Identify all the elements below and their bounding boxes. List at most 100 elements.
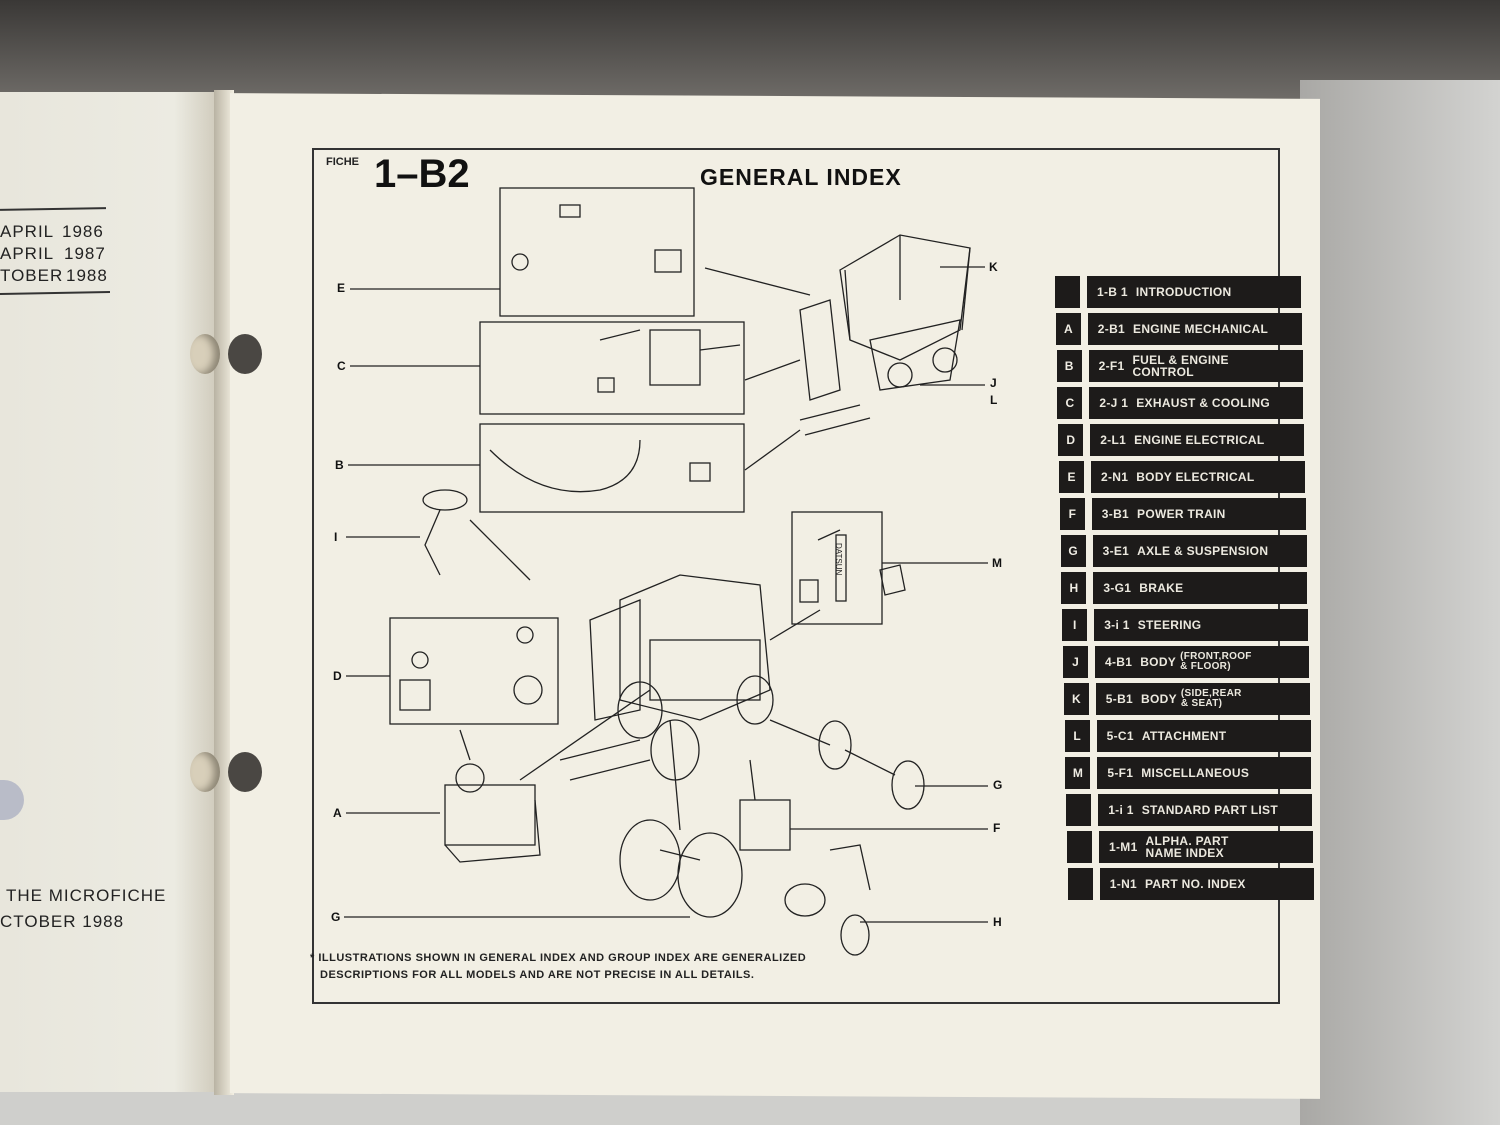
tab-label: BRAKE <box>1139 581 1184 595</box>
tab-code: 2-J 1 <box>1099 396 1129 410</box>
callout-m: M <box>992 556 1002 570</box>
tab-label: ENGINE ELECTRICAL <box>1134 433 1265 447</box>
inset-body-electrical <box>499 187 695 317</box>
tab-letter <box>1066 794 1092 826</box>
index-tab[interactable]: B 2-F1 FUEL & ENGINE CONTROL <box>1056 350 1317 382</box>
tab-label: FUEL & ENGINE CONTROL <box>1132 353 1229 379</box>
tab-letter: F <box>1059 498 1085 530</box>
revision-year: 1987 <box>64 244 106 263</box>
callout-g-right: G <box>993 778 1003 792</box>
index-tab[interactable]: 1-M1 ALPHA. PART NAME INDEX <box>1067 831 1327 863</box>
engine-illustration <box>444 763 541 863</box>
binder-hole <box>228 334 262 374</box>
background-right <box>1300 80 1500 1125</box>
tab-code: 1-i 1 <box>1108 803 1134 817</box>
truck-chassis-illustration <box>559 574 774 781</box>
tab-code: 3-G1 <box>1103 581 1132 595</box>
tab-letter: L <box>1064 720 1090 752</box>
tab-letter: B <box>1056 350 1082 382</box>
tab-letter: M <box>1065 757 1091 789</box>
index-tab[interactable]: H 3-G1 BRAKE <box>1061 572 1321 604</box>
tab-label: AXLE & SUSPENSION <box>1137 544 1269 558</box>
tab-code: 3-E1 <box>1102 544 1130 558</box>
tab-code: 2-N1 <box>1101 470 1129 484</box>
index-tab[interactable]: 1-i 1 STANDARD PART LIST <box>1066 794 1326 826</box>
binder-hole <box>190 334 220 374</box>
tab-code: 2-F1 <box>1098 359 1125 373</box>
tab-letter <box>1055 276 1080 308</box>
left-footer-line2: CTOBER 1988 <box>0 912 125 931</box>
inset-exhaust-cooling <box>479 321 745 415</box>
tab-sublabel: (FRONT,ROOF & FLOOR) <box>1180 651 1252 672</box>
footnote-line1: * ILLUSTRATIONS SHOWN IN GENERAL INDEX A… <box>310 952 807 964</box>
transmission-illustration <box>739 759 791 851</box>
callout-l: L <box>990 393 998 407</box>
binder-hole <box>228 752 262 792</box>
tab-letter: A <box>1055 313 1081 345</box>
tab-label: MISCELLANEOUS <box>1141 766 1250 780</box>
tab-label: BODY <box>1140 655 1177 669</box>
revision-year: 1986 <box>62 222 104 241</box>
front-wheels-illustration <box>619 819 743 918</box>
callout-h: H <box>993 915 1002 929</box>
index-tab[interactable]: K 5-B1 BODY(SIDE,REAR & SEAT) <box>1063 683 1324 715</box>
tab-letter: J <box>1063 646 1088 678</box>
tab-code: 5-F1 <box>1107 766 1134 780</box>
tab-code: 3-i 1 <box>1104 618 1130 632</box>
tab-label: BODY <box>1141 692 1177 706</box>
index-tab[interactable]: A 2-B1 ENGINE MECHANICAL <box>1055 313 1316 345</box>
revision-month: APRIL <box>0 244 55 263</box>
tab-bar: 2-F1 FUEL & ENGINE CONTROL <box>1088 350 1303 382</box>
tab-bar: 2-B1 ENGINE MECHANICAL <box>1087 313 1302 345</box>
inset-parts <box>399 204 906 711</box>
callout-j: J <box>990 376 997 390</box>
tab-bar: 2-L1 ENGINE ELECTRICAL <box>1090 424 1305 456</box>
tab-letter: I <box>1062 609 1088 641</box>
tab-letter <box>1067 831 1092 863</box>
tab-code: 1-M1 <box>1109 840 1138 854</box>
datsun-emblem-text: DATSUN <box>834 543 843 576</box>
tab-bar: 1-i 1 STANDARD PART LIST <box>1098 794 1313 826</box>
tab-label: POWER TRAIN <box>1137 507 1226 521</box>
tab-letter: H <box>1061 572 1087 604</box>
revision-month: APRIL <box>0 222 55 241</box>
callout-b: B <box>335 458 344 472</box>
fiche-label: FICHE <box>326 156 359 168</box>
binder-hole <box>190 752 220 792</box>
tab-code: 5-C1 <box>1106 729 1134 743</box>
tab-bar: 3-G1 BRAKE <box>1093 572 1308 604</box>
tab-label: EXHAUST & COOLING <box>1136 396 1271 410</box>
tab-bar: 2-J 1 EXHAUST & COOLING <box>1089 387 1304 419</box>
tab-letter: K <box>1063 683 1089 715</box>
tab-label: STANDARD PART LIST <box>1141 803 1278 817</box>
tab-sublabel: (SIDE,REAR & SEAT) <box>1180 688 1242 709</box>
tab-label: ALPHA. PART NAME INDEX <box>1145 834 1229 860</box>
fiche-number: 1–B2 <box>374 152 470 196</box>
tab-code: 5-B1 <box>1105 692 1134 706</box>
callout-e: E <box>337 281 346 295</box>
tab-code: 2-L1 <box>1100 433 1127 447</box>
tab-bar: 5-F1 MISCELLANEOUS <box>1097 757 1312 789</box>
callout-a: A <box>333 806 342 820</box>
index-tab[interactable]: M 5-F1 MISCELLANEOUS <box>1065 757 1325 789</box>
callout-f: F <box>993 821 1001 835</box>
tab-label: ENGINE MECHANICAL <box>1133 322 1269 336</box>
tab-bar: 1-M1 ALPHA. PART NAME INDEX <box>1099 831 1313 863</box>
callout-k: K <box>989 260 998 274</box>
tab-code: 2-B1 <box>1097 322 1126 336</box>
